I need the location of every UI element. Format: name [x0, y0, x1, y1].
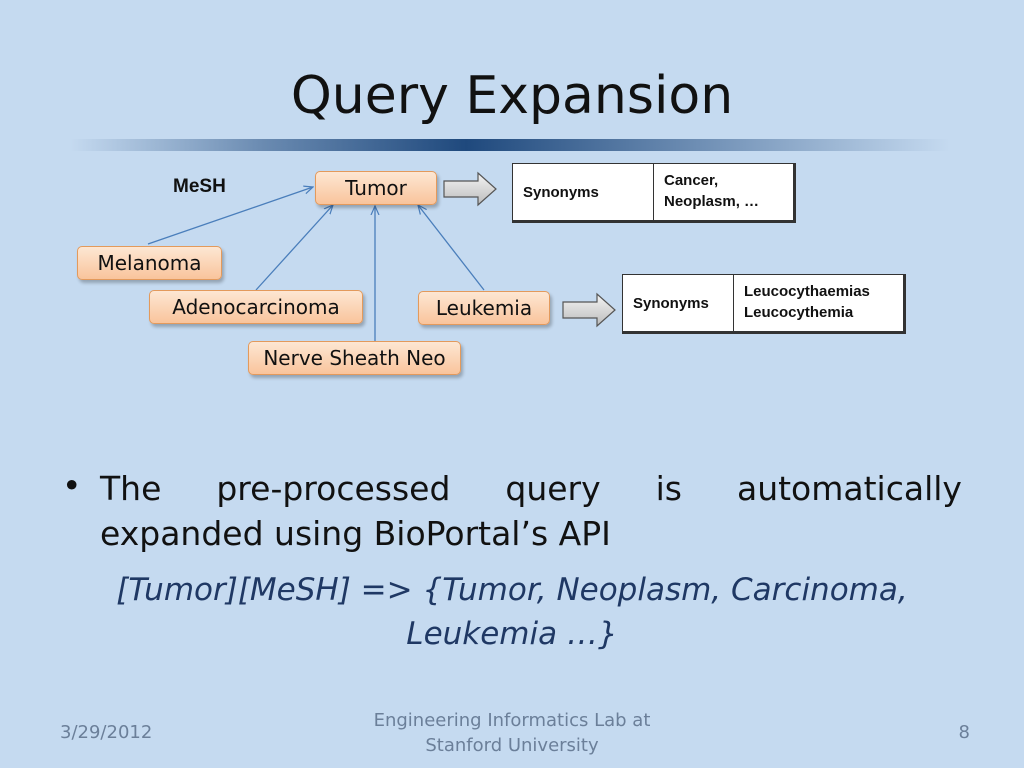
node-nerve-sheath-neo: Nerve Sheath Neo: [248, 341, 461, 375]
block-arrow-leukemia: [562, 292, 616, 328]
synonym-value: Leucocythemia: [744, 304, 854, 321]
bullet-line-1: The pre-processed query is automatically: [100, 466, 962, 511]
synonyms-values: Cancer, Neoplasm, …: [653, 163, 795, 222]
block-arrow-tumor: [443, 171, 497, 207]
node-adenocarcinoma: Adenocarcinoma: [149, 290, 363, 324]
edge-leukemia-tumor: [418, 205, 485, 291]
synonyms-values: Leucocythaemias Leucocythemia: [733, 274, 905, 333]
edge-adenocarcinoma-tumor: [255, 205, 333, 291]
node-tumor: Tumor: [315, 171, 437, 205]
bullet-text: The pre-processed query is automatically…: [100, 466, 962, 556]
synonym-value: Cancer,: [664, 172, 719, 189]
node-melanoma: Melanoma: [77, 246, 222, 280]
synonym-value: Neoplasm, …: [664, 193, 760, 210]
formula-line: [Tumor][MeSH] => {Tumor, Neoplasm, Carci…: [116, 572, 908, 608]
formula-line: Leukemia …}: [406, 616, 618, 652]
bullet-word: pre-processed: [216, 469, 451, 508]
bullet-word: is: [655, 469, 682, 508]
bullet-word: query: [505, 469, 601, 508]
title-divider: [70, 139, 950, 151]
synonyms-label: Synonyms: [622, 274, 734, 333]
node-leukemia: Leukemia: [418, 291, 550, 325]
synonyms-label: Synonyms: [512, 163, 654, 222]
bullet-line-2: expanded using BioPortal’s API: [100, 514, 611, 553]
mesh-label: MeSH: [173, 176, 226, 197]
page-number: 8: [958, 722, 970, 743]
synonyms-table-tumor: Synonyms Cancer, Neoplasm, …: [512, 163, 796, 223]
footer-date: 3/29/2012: [60, 722, 153, 743]
bullet-point: • The pre-processed query is automatical…: [62, 466, 962, 556]
bullet-marker: •: [62, 466, 82, 505]
synonyms-table-leukemia: Synonyms Leucocythaemias Leucocythemia: [622, 274, 906, 334]
bullet-word: automatically: [736, 469, 962, 508]
footer-org-line: Engineering Informatics Lab at: [373, 710, 651, 731]
synonym-value: Leucocythaemias: [744, 283, 870, 300]
footer-org-line: Stanford University: [425, 735, 599, 756]
footer-organization: Engineering Informatics Lab at Stanford …: [312, 708, 712, 758]
slide-title: Query Expansion: [290, 66, 734, 126]
bullet-word: The: [100, 469, 162, 508]
expansion-formula: [Tumor][MeSH] => {Tumor, Neoplasm, Carci…: [80, 568, 944, 656]
edge-melanoma-tumor: [147, 187, 313, 245]
